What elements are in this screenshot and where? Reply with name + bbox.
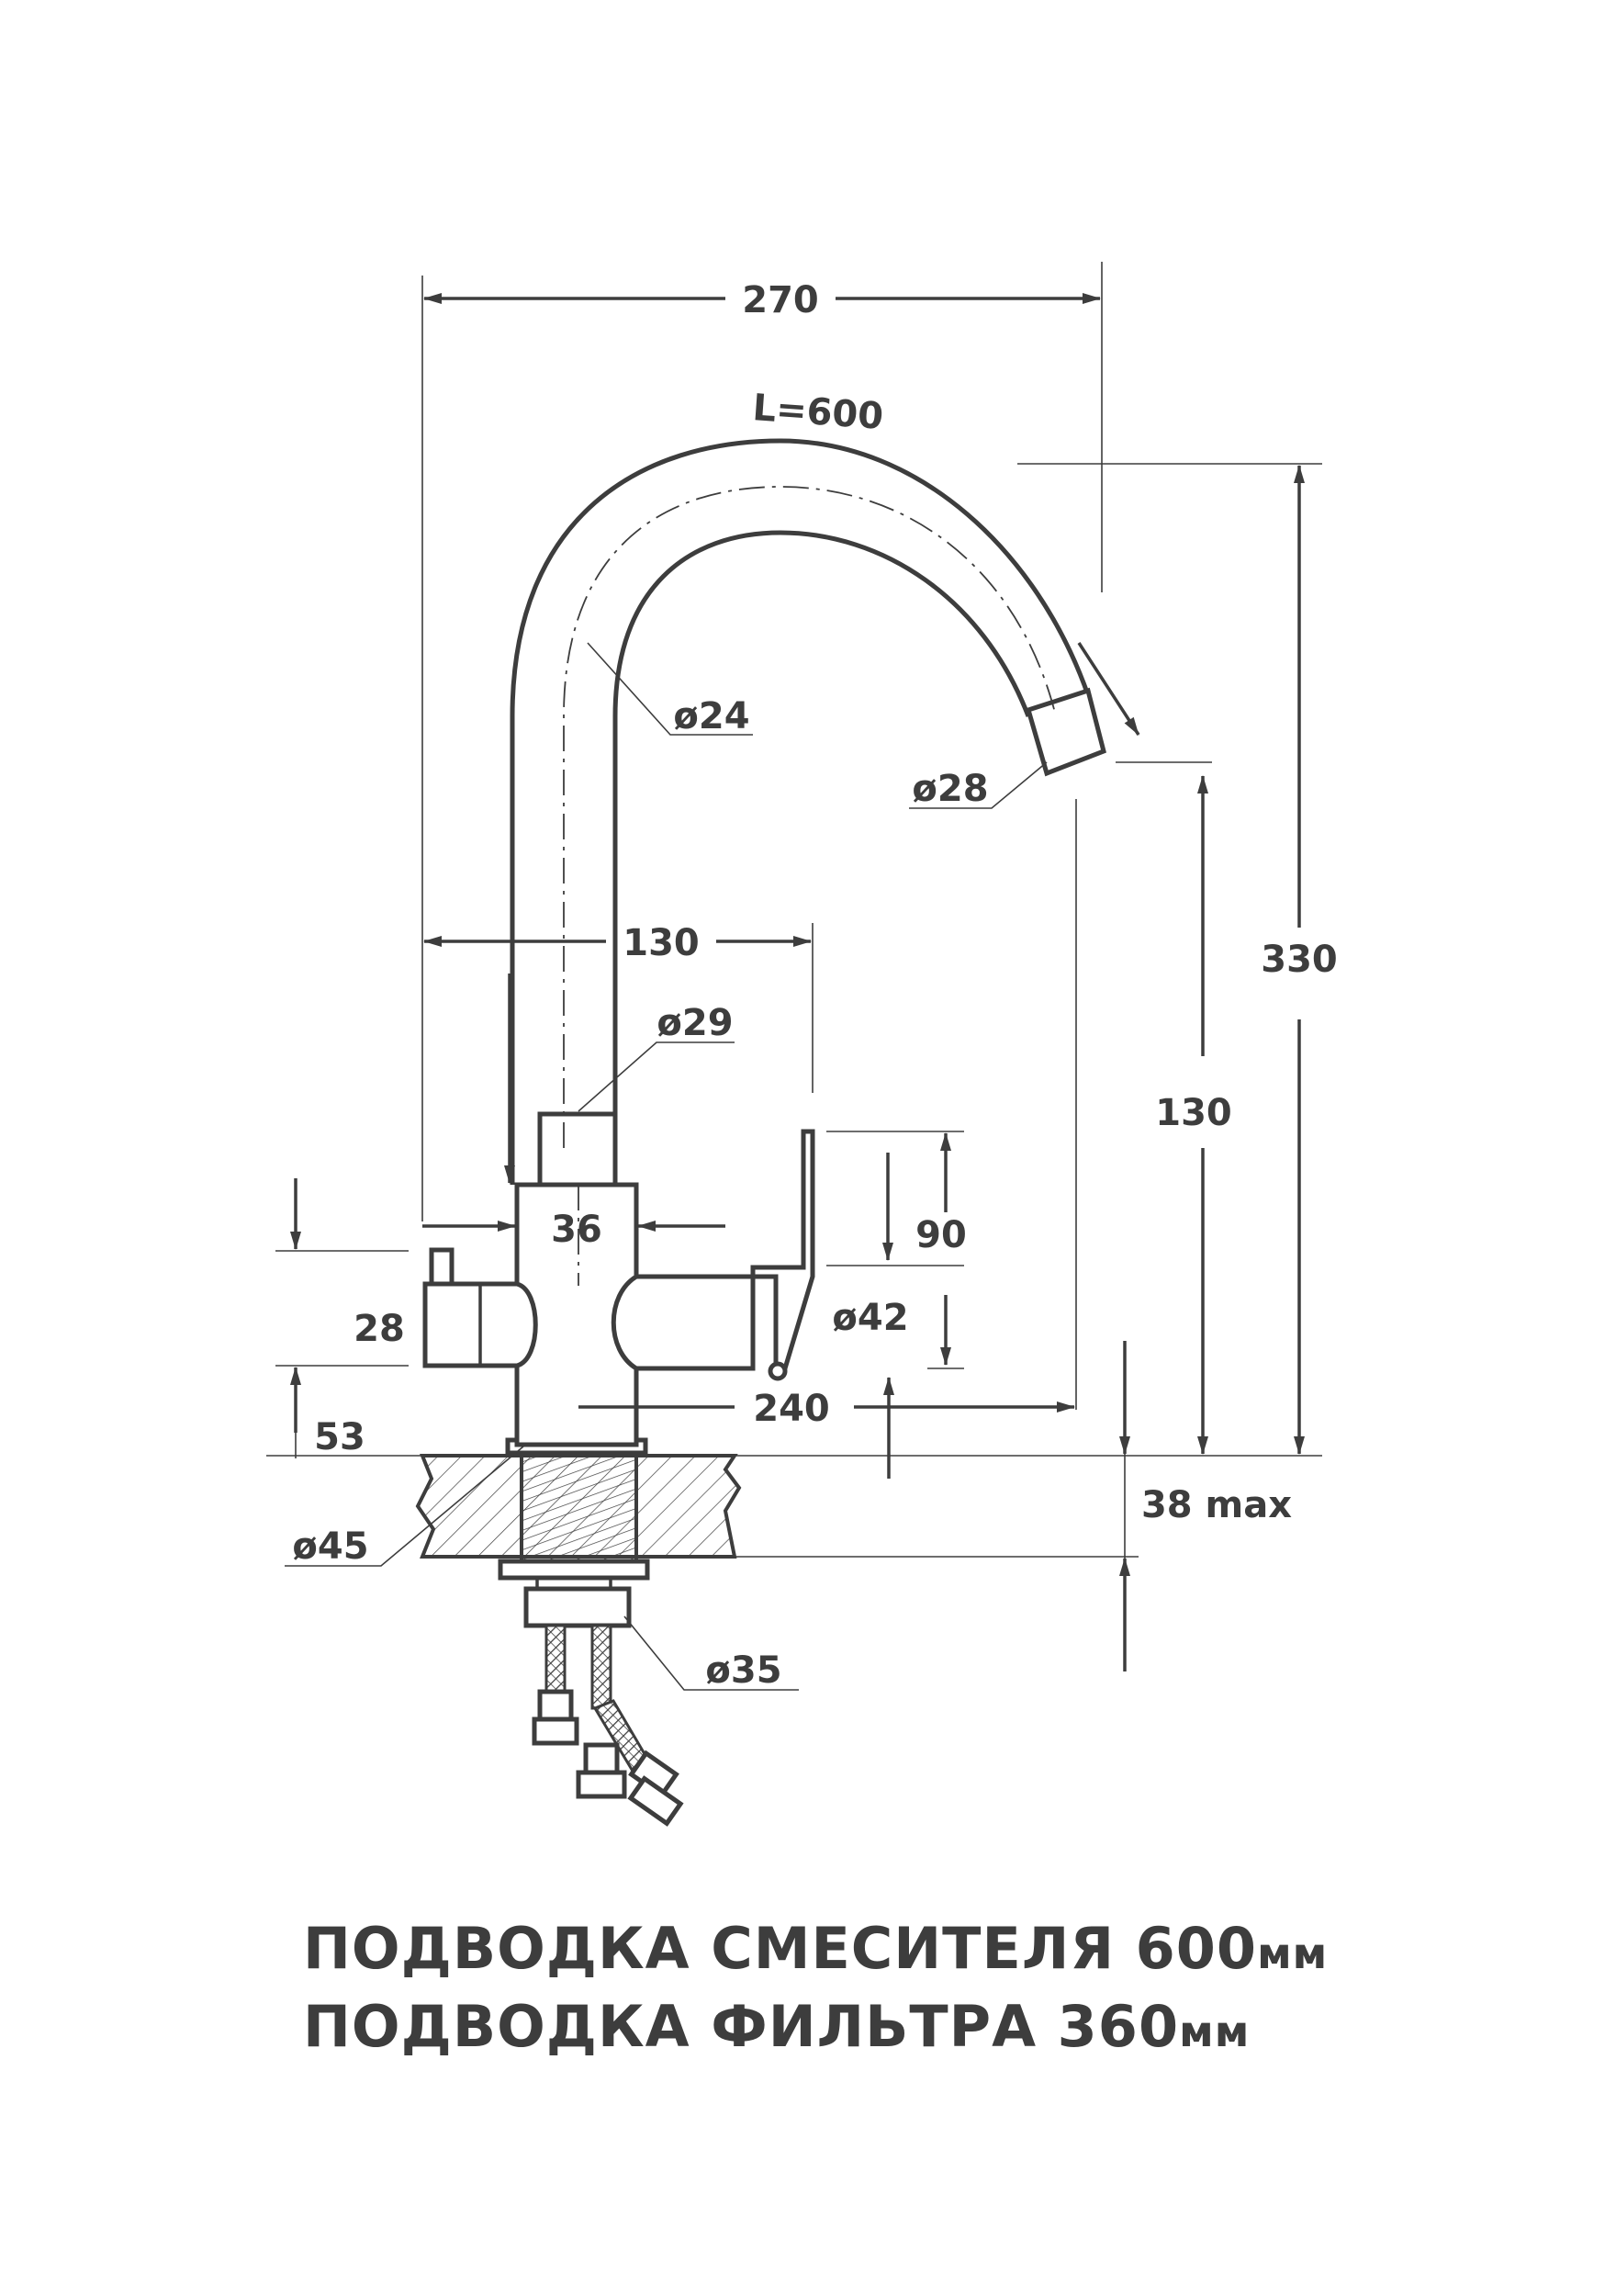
mixer-hose-caption-unit: мм [1257, 1929, 1329, 1978]
spout-tube-inner [612, 530, 1031, 1114]
dim-lever-height: 90 [915, 1214, 967, 1256]
leader-o29 [578, 1041, 735, 1112]
dim-spout-length: L=600 [751, 387, 884, 438]
leader-o35 [623, 1615, 799, 1691]
leader-o45 [285, 1446, 524, 1567]
mounting-washer [523, 1586, 632, 1628]
dimension-lines [285, 293, 1305, 1691]
dim-spout-tube-diameter: ø24 [673, 695, 749, 737]
leader-o24 [587, 642, 753, 736]
dim-neck-diameter: ø29 [656, 1002, 733, 1044]
mixer-lever [750, 1129, 815, 1371]
dim-base-diameter: ø45 [292, 1525, 368, 1568]
leader-o28 [909, 761, 1048, 809]
dim-max-countertop: 38 max [1141, 1484, 1292, 1526]
filter-knob-tab [429, 1247, 454, 1287]
filter-hose-caption-unit: мм [1179, 2007, 1251, 2056]
mixer-cartridge [611, 1274, 756, 1371]
filter-hose-caption: ПОДВОДКА ФИЛЬТРА 360мм [303, 1993, 1250, 2060]
mixer-hose-caption-text: ПОДВОДКА СМЕСИТЕЛЯ 600 [303, 1915, 1258, 1982]
dim-spout-tip-diameter: ø28 [912, 768, 988, 810]
mixer-hose-caption: ПОДВОДКА СМЕСИТЕЛЯ 600мм [303, 1915, 1328, 1982]
supply-hoses [532, 1624, 684, 1827]
dim-lever-offset: 130 [623, 922, 700, 964]
spout-neck [537, 1111, 618, 1187]
dimension-labels: 270 L=600 ø24 ø28 130 ø29 36 90 ø42 28 5… [292, 279, 1337, 1692]
dim-total-height: 330 [1261, 939, 1338, 981]
spout-centerline [563, 486, 1057, 1148]
spout-tip [1025, 687, 1106, 777]
dim-overall-width: 270 [742, 279, 819, 321]
dim-body-width: 36 [551, 1209, 602, 1251]
faucet-body [415, 438, 1106, 1827]
dim-filter-knob-height: 28 [354, 1308, 405, 1350]
dim-body-diameter: ø42 [832, 1297, 908, 1339]
mounting-stud [520, 1445, 638, 1566]
dim-reach: 240 [753, 1388, 830, 1430]
mounting-nut [498, 1559, 650, 1581]
dim-stud-diameter: ø35 [705, 1649, 781, 1692]
filter-hose-caption-text: ПОДВОДКА ФИЛЬТРА 360 [303, 1993, 1180, 2060]
dim-base-height: 53 [314, 1416, 365, 1458]
spout-tube-outer [510, 438, 1091, 1185]
dim-outlet-height: 130 [1155, 1092, 1232, 1134]
